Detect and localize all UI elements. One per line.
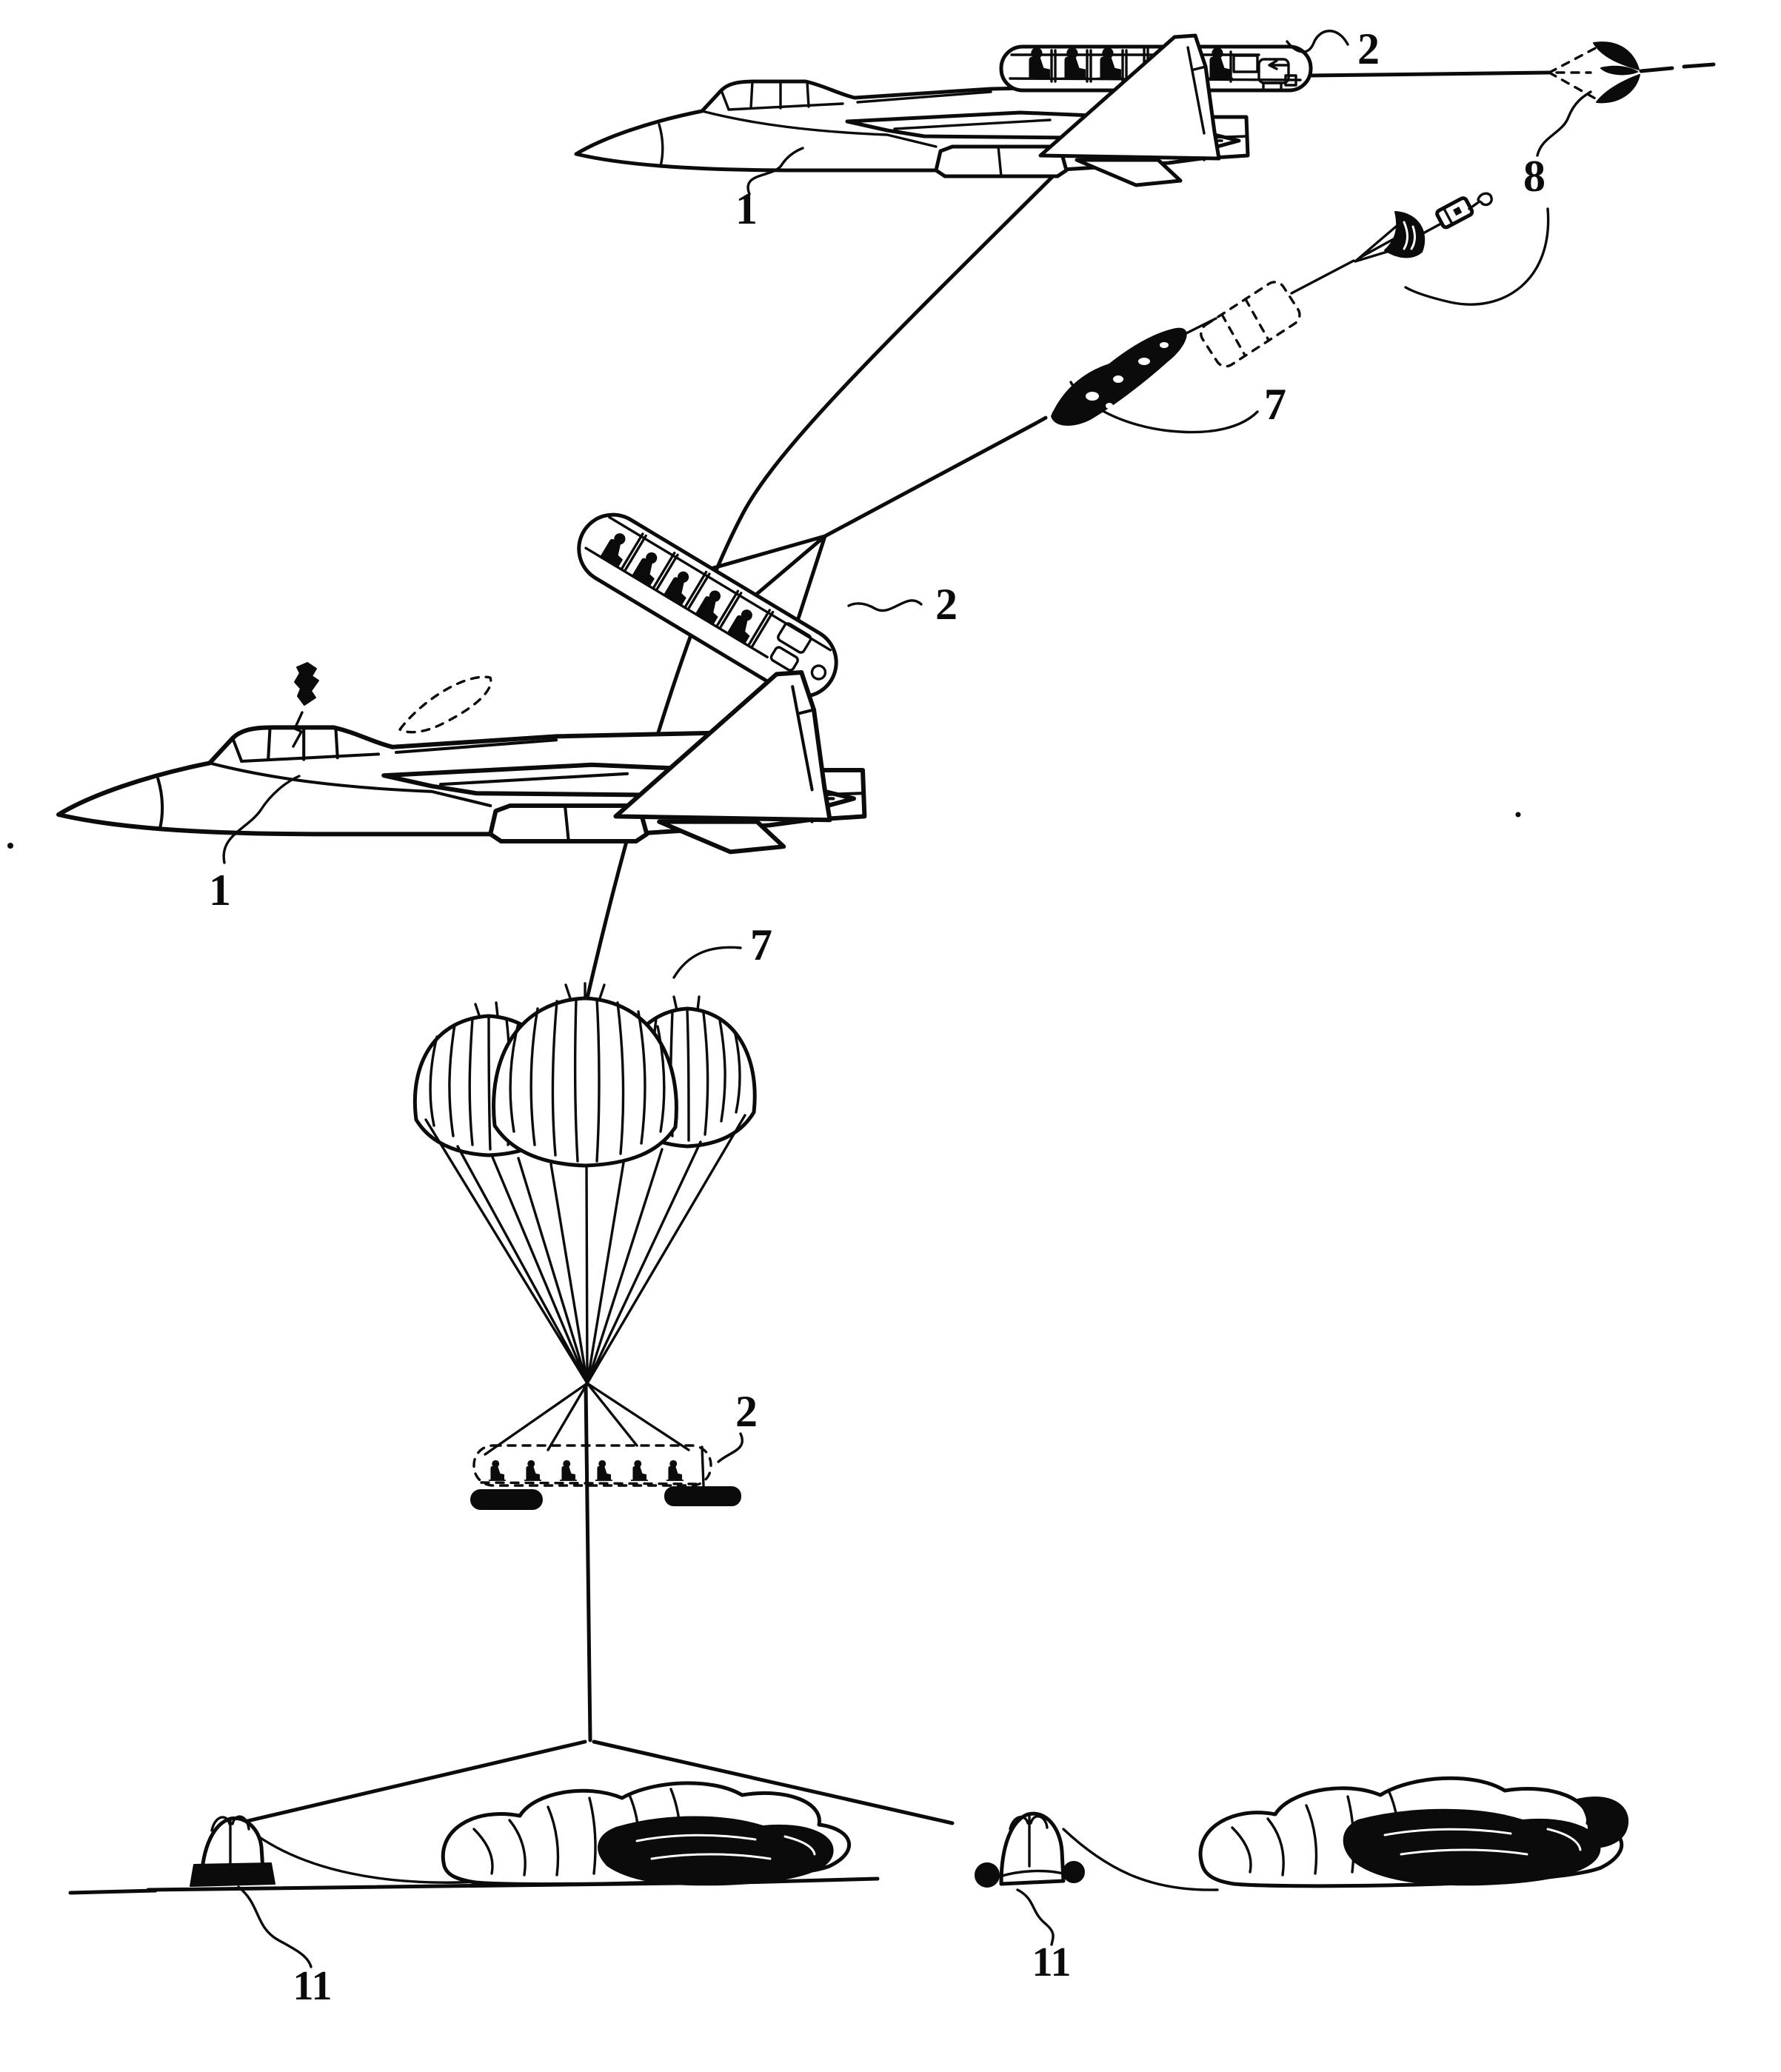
leader-2-separated [847,599,923,612]
ref-label-11-water: 11 [1032,1939,1072,1985]
flotation-bag-right [1063,1861,1085,1883]
ref-label-7-packed: 7 [1264,380,1286,429]
separated-capsule-group: 2 [577,512,958,699]
leader-1-mid [222,775,301,864]
ground-landing-group: 11 [68,1781,880,2009]
water-landing-group: 11 [975,1776,1629,1985]
deflated-parachute-ground [441,1781,852,1886]
drogue-line [1310,70,1551,78]
leader-8-to-extractor [1404,207,1550,306]
print-dot-left [7,843,13,849]
leader-11-ground [237,1885,313,1968]
descent-risers [484,1382,690,1456]
landed-capsule-ground [190,1815,275,1887]
descending-capsule-group: 2 [470,1382,758,1510]
ref-label-8: 8 [1523,152,1546,201]
descending-capsule-outline [472,1444,712,1487]
leader-8-to-drogue [1536,90,1592,157]
canopy-drag-line-right [1062,1828,1219,1891]
ref-label-1-mid: 1 [209,866,231,915]
landed-capsule-water [975,1811,1085,1888]
descent-line [584,1383,592,1742]
aircraft-after-separation-group: 1 [59,662,864,915]
ref-label-7-cluster: 7 [750,920,772,969]
suspension-lines [424,1114,746,1385]
parachute-cluster-group: 7 [412,920,772,1385]
jettisoned-hatch-and-crewman [292,662,492,748]
leader-7-packed [1069,381,1259,434]
ref-label-11-ground: 11 [293,1963,333,2009]
bridle-line [823,421,1037,538]
print-dot-right [1515,812,1521,818]
descent-split-right [592,1740,955,1825]
drogue-chute-icon [1593,41,1640,104]
deployment-bag [1200,281,1301,368]
extraction-rocket [1435,196,1474,230]
direction-arrow-icon [1268,59,1290,70]
landing-airbag-right [664,1486,741,1506]
landing-airbag-left [470,1489,543,1510]
ref-label-2-descending: 2 [735,1387,758,1436]
aircraft-top-group: 1 2 [576,24,1380,233]
jettisoned-canopy-outline [398,675,492,734]
leader-2-top [1286,30,1349,53]
capsule-base-airbag [190,1862,275,1887]
extractor-chute-icon [1354,211,1426,263]
leader-11-water [1016,1888,1055,1946]
deflated-parachute-water [1198,1776,1629,1888]
ref-label-2-separated: 2 [935,580,958,629]
ref-label-1-top: 1 [735,184,758,233]
flotation-bag-left [975,1862,1000,1888]
leader-1-top [746,147,804,195]
leader-2-descending [717,1432,744,1463]
drogue-system-group: 8 [1310,41,1716,306]
ref-label-2-top: 2 [1357,24,1380,73]
descent-split-left [242,1740,587,1824]
parachute-extraction-group: 7 [823,192,1493,538]
leader-7-cluster [672,946,742,979]
